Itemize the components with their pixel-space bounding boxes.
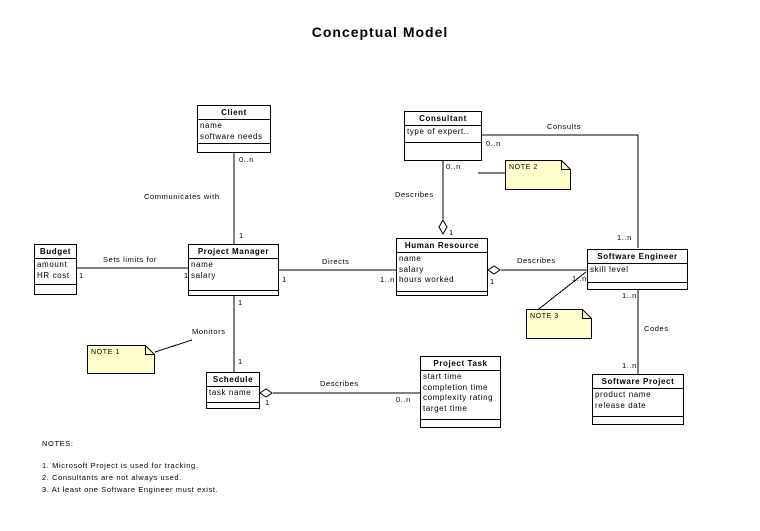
attribute: software needs (200, 131, 263, 141)
class-name: Project Task (421, 357, 500, 371)
class-attributes: start time completion time complexity ra… (421, 371, 500, 420)
aggregation-diamond-schedule-right (259, 388, 273, 398)
note2-shape (505, 160, 571, 190)
attribute: type of expert.. (407, 127, 470, 136)
label-codes: Codes (644, 324, 669, 333)
note-3-text: NOTE 3 (530, 313, 559, 320)
notes-section: NOTES: 1. Microsoft Project is used for … (42, 438, 218, 496)
attribute: release date (595, 400, 647, 410)
label-communicates-with: Communicates with (144, 192, 220, 201)
mult-se-project-bottom: 1..n (622, 361, 637, 370)
class-name: Budget (35, 245, 76, 259)
attribute: product name (595, 390, 652, 399)
notes-item: 1. Microsoft Project is used for trackin… (42, 461, 199, 470)
note-2[interactable]: NOTE 2 (505, 160, 571, 190)
notes-spacer (42, 450, 218, 460)
attribute: start time (423, 372, 462, 381)
label-directs: Directs (322, 257, 350, 266)
class-attributes: name software needs (198, 120, 270, 144)
mult-consultant-se-right: 1..n (617, 233, 632, 242)
attribute: skill level (590, 265, 629, 274)
attribute: salary (191, 270, 216, 280)
class-attributes: product name release date (593, 389, 683, 417)
notes-item: 3. At least one Software Engineer must e… (42, 485, 219, 494)
note1-shape (87, 345, 155, 374)
mult-client-pm-bottom: 1 (239, 231, 244, 240)
class-project-manager[interactable]: Project Manager name salary (188, 244, 279, 296)
class-attributes: name salary (189, 259, 278, 291)
class-attributes: name salary hours worked (397, 253, 487, 292)
assoc-consultant-se (482, 134, 639, 248)
label-sets-limits-for: Sets limits for (103, 255, 158, 264)
class-attributes: skill level (588, 264, 687, 283)
attribute: task name (209, 388, 252, 397)
class-budget[interactable]: Budget amount HR cost (34, 244, 77, 295)
class-name: Software Engineer (588, 250, 687, 264)
note3-fold (582, 309, 592, 319)
label-consults: Consults (547, 122, 581, 131)
class-schedule[interactable]: Schedule task name (206, 372, 260, 409)
aggregation-diamond-hr-top (438, 218, 448, 236)
mult-consultant-hr-top: 0..n (446, 162, 461, 171)
attribute: name (191, 260, 214, 269)
attribute: salary (399, 264, 424, 274)
attribute: name (399, 254, 422, 263)
class-software-engineer[interactable]: Software Engineer skill level (587, 249, 688, 290)
note3-shape (526, 309, 592, 339)
mult-pm-schedule-top: 1 (238, 298, 243, 307)
class-human-resource[interactable]: Human Resource name salary hours worked (396, 238, 488, 296)
mult-consultant-se-left: 0..n (486, 139, 501, 148)
attribute: complexity rating (423, 393, 494, 402)
notes-heading: NOTES: (42, 439, 74, 448)
label-monitors: Monitors (192, 327, 226, 336)
label-describes-task: Describes (320, 379, 359, 388)
mult-se-project-top: 1..n (622, 291, 637, 300)
attribute: name (200, 121, 223, 130)
class-name: Project Manager (189, 245, 278, 259)
class-name: Client (198, 106, 270, 120)
mult-hr-se-left: 1 (490, 277, 495, 286)
note2-fold (561, 160, 571, 170)
mult-pm-hr-right: 1..n (380, 275, 395, 284)
class-name: Human Resource (397, 239, 487, 253)
notes-item: 2. Consultants are not always used. (42, 473, 182, 482)
mult-budget-pm-left: 1 (79, 271, 84, 280)
attribute: target time (423, 403, 468, 413)
note3-anchor (534, 271, 587, 313)
class-name: Consultant (405, 112, 481, 126)
attribute: hours worked (399, 275, 455, 284)
class-project-task[interactable]: Project Task start time completion time … (420, 356, 501, 428)
class-attributes: amount HR cost (35, 259, 76, 285)
note-3[interactable]: NOTE 3 (526, 309, 592, 339)
attribute: HR cost (37, 270, 70, 280)
class-attributes: task name (207, 387, 259, 403)
mult-schedule-task-right: 0..n (396, 395, 411, 404)
class-attributes: type of expert.. (405, 126, 481, 143)
attribute: completion time (423, 382, 489, 392)
class-consultant[interactable]: Consultant type of expert.. (404, 111, 482, 161)
class-client[interactable]: Client name software needs (197, 105, 271, 153)
aggregation-diamond-hr-right (487, 265, 501, 275)
label-describes-engineer: Describes (517, 256, 556, 265)
diagram-title: Conceptual Model (311, 24, 449, 40)
label-describes-consultant: Describes (395, 190, 434, 199)
class-name: Software Project (593, 375, 683, 389)
attribute: amount (37, 260, 68, 269)
mult-pm-hr-left: 1 (282, 275, 287, 284)
note1-anchor (154, 339, 193, 353)
note-2-text: NOTE 2 (509, 164, 538, 171)
mult-pm-schedule-bottom: 1 (238, 357, 243, 366)
note1-fold (145, 345, 155, 355)
mult-budget-pm-right: 1 (184, 271, 189, 280)
class-software-project[interactable]: Software Project product name release da… (592, 374, 684, 425)
note-1-text: NOTE 1 (91, 349, 120, 356)
note-1[interactable]: NOTE 1 (87, 345, 155, 374)
mult-hr-se-right: 1..n (572, 274, 587, 283)
mult-client-pm-top: 0..n (239, 155, 254, 164)
mult-consultant-hr-bottom: 1 (449, 228, 454, 237)
class-name: Schedule (207, 373, 259, 387)
mult-schedule-task-left: 1 (265, 398, 270, 407)
